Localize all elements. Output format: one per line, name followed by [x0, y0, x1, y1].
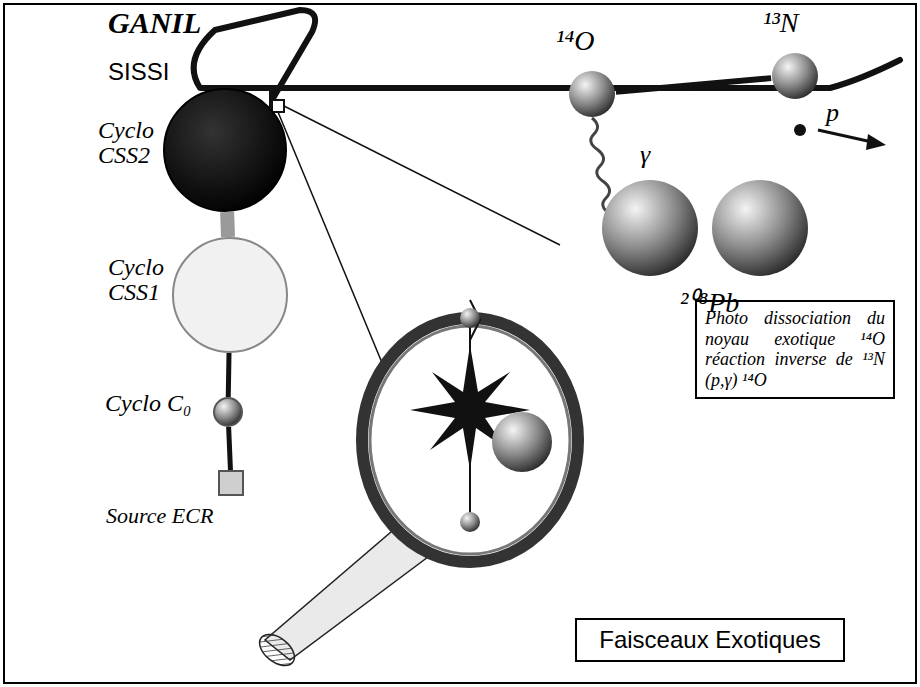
- node-label: Source ECR: [106, 504, 256, 527]
- node-label: ¹³N: [763, 8, 833, 37]
- gamma-label: γ: [640, 140, 650, 170]
- note-text: Photo dissociation du noyau exotique ¹⁴O…: [705, 308, 885, 391]
- cyclotron-c0: Cyclo C₀: [213, 397, 243, 427]
- oxygen-nucleus: ¹⁴O: [568, 70, 616, 118]
- facility-name: GANIL: [108, 6, 201, 40]
- title-box: Faisceaux Exotiques: [575, 618, 845, 662]
- cyclotron-css2: Cyclo CSS2: [163, 88, 287, 212]
- beam-line: [616, 78, 771, 92]
- title-text: Faisceaux Exotiques: [587, 626, 833, 654]
- proton-label: p: [826, 98, 839, 128]
- node-label: Cyclo CSS2: [98, 118, 160, 168]
- ecr-source-shape: [218, 470, 244, 496]
- cyclotron-c0-shape: [213, 397, 243, 427]
- target-label: ²⁰⁸Pb: [680, 282, 739, 320]
- beam-line: [228, 353, 230, 397]
- beam-line: [227, 212, 229, 237]
- cyclotron-css1: Cyclo CSS1: [172, 237, 288, 353]
- ecr-source: Source ECR: [218, 470, 244, 496]
- nitrogen-nucleus-shape: [771, 52, 819, 100]
- node-label: ¹⁴O: [556, 26, 626, 55]
- beam-line: [229, 427, 231, 470]
- node-label: Cyclo C₀: [105, 391, 205, 416]
- cyclotron-css2-shape: [163, 88, 287, 212]
- nitrogen-nucleus: ¹³N: [771, 52, 819, 100]
- oxygen-nucleus-shape: [568, 70, 616, 118]
- cyclotron-css1-shape: [172, 237, 288, 353]
- spectrometer-name: SISSI: [108, 58, 169, 86]
- node-label: Cyclo CSS1: [108, 255, 188, 305]
